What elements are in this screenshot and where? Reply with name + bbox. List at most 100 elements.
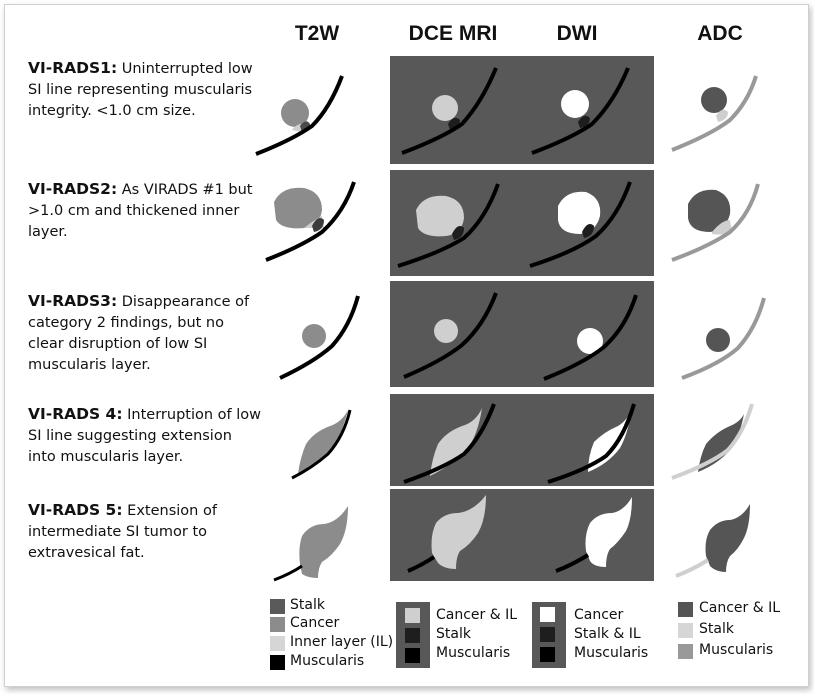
row-text-5: Extension of intermediate SI tumor to ex… [28, 503, 217, 561]
diagram-adc-vi-rads-1 [671, 75, 758, 152]
muscularis-line [555, 553, 590, 573]
muscularis-line [547, 403, 636, 484]
muscularis-line [265, 181, 356, 262]
row-description-2: VI-RADS2: As VIRADS #1 but >1.0 cm and t… [28, 179, 263, 243]
muscularis-line [279, 295, 360, 380]
row-description-3: VI-RADS3: Disappearance of category 2 fi… [28, 291, 263, 376]
stalk-shape [452, 226, 464, 240]
cancer-and-il-shape [698, 414, 744, 472]
legend-swatch-cancer [270, 617, 285, 632]
legend-swatch-cancer-il [678, 602, 693, 617]
legend-label-muscularis: Muscularis [436, 645, 511, 661]
diagram-adc-vi-rads-5 [675, 504, 750, 578]
column-heading-dce-mri: DCE MRI [408, 22, 498, 45]
cancer-shape [299, 506, 348, 578]
legend-swatch-muscularis [270, 655, 285, 670]
column-heading-adc: ADC [697, 22, 743, 45]
legend-label-stalk-il: Stalk & IL [574, 626, 641, 642]
muscularis-line [397, 183, 500, 268]
legend-swatch-stalk-il [540, 627, 555, 642]
cancer-shape [561, 90, 589, 118]
cancer-shape [577, 328, 603, 354]
stalk-and-il-shape [582, 224, 594, 238]
cancer-shape [585, 497, 632, 567]
muscularis-line [671, 183, 760, 262]
muscularis-line [403, 292, 498, 379]
muscularis-line [681, 297, 766, 380]
inner-layer-shape [292, 124, 302, 132]
stalk-and-il-shape [578, 115, 590, 128]
row-text-1: Uninterrupted low SI line representing m… [28, 61, 253, 119]
diagram-t2w-vi-rads-2 [265, 181, 356, 262]
legend-label-muscularis: Muscularis [699, 642, 774, 658]
diagram-t2w-vi-rads-5 [273, 506, 348, 582]
muscularis-line [273, 564, 303, 582]
column-heading-dwi: DWI [556, 22, 598, 45]
diagram-t2w-vi-rads-4 [291, 409, 352, 480]
legend-swatch-muscularis [540, 647, 555, 662]
row-description-1: VI-RADS1: Uninterrupted low SI line repr… [28, 58, 263, 122]
cancer-shape [298, 410, 348, 474]
row-description-4: VI-RADS 4: Interruption of low SI line s… [28, 404, 263, 468]
muscularis-line [671, 75, 758, 152]
legend-label-stalk: Stalk [436, 626, 471, 642]
legend-label-stalk: Stalk [699, 621, 734, 637]
muscularis-line [531, 67, 630, 155]
muscularis-line [543, 294, 638, 381]
diagram-adc-vi-rads-4 [671, 403, 754, 480]
diagram-dce-vi-rads-4 [390, 394, 522, 486]
diagram-t2w-vi-rads-1 [255, 75, 344, 156]
column-heading-t2w: T2W [294, 22, 340, 45]
muscularis-line [671, 403, 754, 480]
diagram-dwi-vi-rads-4 [522, 394, 654, 486]
muscularis-line [529, 181, 632, 268]
row-text-2: As VIRADS #1 but >1.0 cm and thickened i… [28, 182, 253, 240]
cancer-shape [588, 408, 632, 472]
diagram-dce-vi-rads-1 [390, 56, 522, 164]
row-description-5: VI-RADS 5: Extension of intermediate SI … [28, 500, 263, 564]
cancer-and-il-shape [434, 319, 458, 343]
legend-swatch-stalk [270, 599, 285, 614]
muscularis-line [403, 403, 496, 484]
cancer-shape [281, 99, 309, 127]
cancer-and-il-shape [701, 87, 727, 113]
diagram-dce-vi-rads-2 [390, 170, 522, 276]
diagram-dce-vi-rads-5 [390, 489, 522, 581]
cancer-and-il-shape [430, 408, 482, 476]
stalk-shape [312, 218, 324, 232]
legend-label-muscularis: Muscularis [574, 645, 649, 661]
legend-label-cancer: Cancer [574, 607, 624, 623]
stalk-shape [712, 220, 732, 235]
diagram-t2w-vi-rads-3 [279, 295, 360, 380]
row-title-1: VI-RADS1: [28, 59, 118, 77]
muscularis-line [675, 558, 710, 578]
row-title-2: VI-RADS2: [28, 180, 118, 198]
cancer-shape [274, 187, 322, 229]
legend-swatch-inner-layer [270, 636, 285, 651]
legend-label-muscularis: Muscularis [290, 653, 365, 669]
legend-swatch-cancer [540, 607, 555, 622]
diagram-adc-vi-rads-2 [671, 183, 760, 262]
legend-swatch-muscularis [678, 644, 693, 659]
cancer-and-il-shape [706, 328, 730, 352]
muscularis-line [291, 409, 352, 480]
legend-swatch-cancer-il [405, 608, 420, 623]
cancer-shape [558, 191, 601, 234]
legend-label-cancer-il: Cancer & IL [436, 607, 518, 623]
row-text-3: Disappearance of category 2 findings, bu… [28, 294, 250, 373]
panel-background [522, 56, 654, 164]
legend-label-inner-layer: Inner layer (IL) [290, 634, 394, 650]
legend-swatch-stalk [405, 628, 420, 643]
muscularis-line [407, 555, 436, 573]
cancer-shape [302, 324, 326, 348]
cancer-and-il-shape [705, 504, 750, 572]
row-title-5: VI-RADS 5: [28, 501, 123, 519]
cancer-and-il-shape [431, 495, 486, 569]
diagram-dwi-vi-rads-3 [522, 281, 654, 387]
diagram-dwi-vi-rads-1 [522, 56, 654, 164]
row-title-4: VI-RADS 4: [28, 405, 123, 423]
diagram-dce-vi-rads-3 [390, 281, 522, 387]
diagram-dwi-vi-rads-5 [522, 489, 654, 581]
cancer-and-il-shape [688, 189, 731, 232]
row-text-4: Interruption of low SI line suggesting e… [28, 407, 262, 465]
